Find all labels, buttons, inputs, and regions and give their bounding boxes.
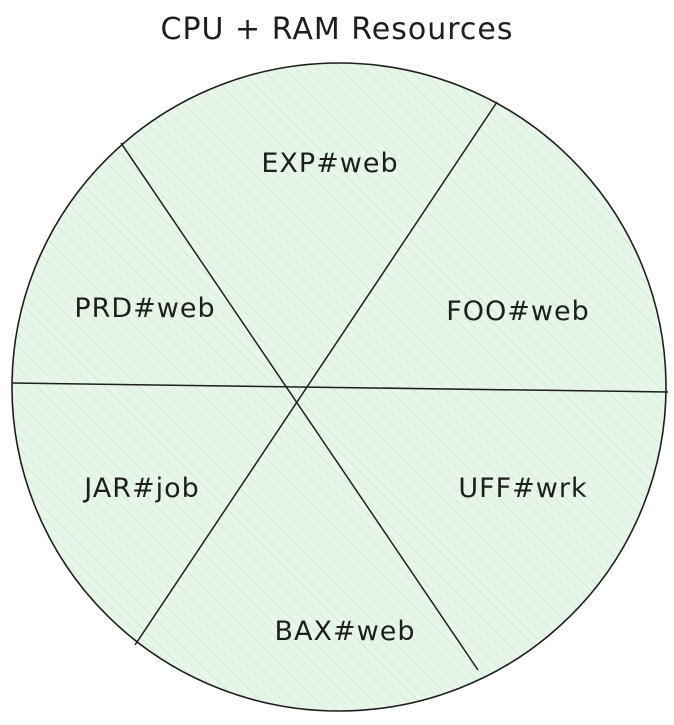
divider-diagonal-2 bbox=[134, 101, 498, 646]
segment-label-bax-web: BAX#web bbox=[275, 616, 416, 647]
segment-label-uff-wrk: UFF#wrk bbox=[458, 473, 587, 504]
diagram-title: CPU + RAM Resources bbox=[160, 12, 514, 47]
segment-label-exp-web: EXP#web bbox=[261, 148, 398, 179]
divider-diagonal-1 bbox=[120, 142, 479, 671]
segment-label-jar-job: JAR#job bbox=[82, 473, 200, 504]
divider-horizontal bbox=[11, 382, 669, 393]
segment-label-prd-web: PRD#web bbox=[74, 293, 215, 324]
segment-label-foo-web: FOO#web bbox=[446, 296, 590, 327]
